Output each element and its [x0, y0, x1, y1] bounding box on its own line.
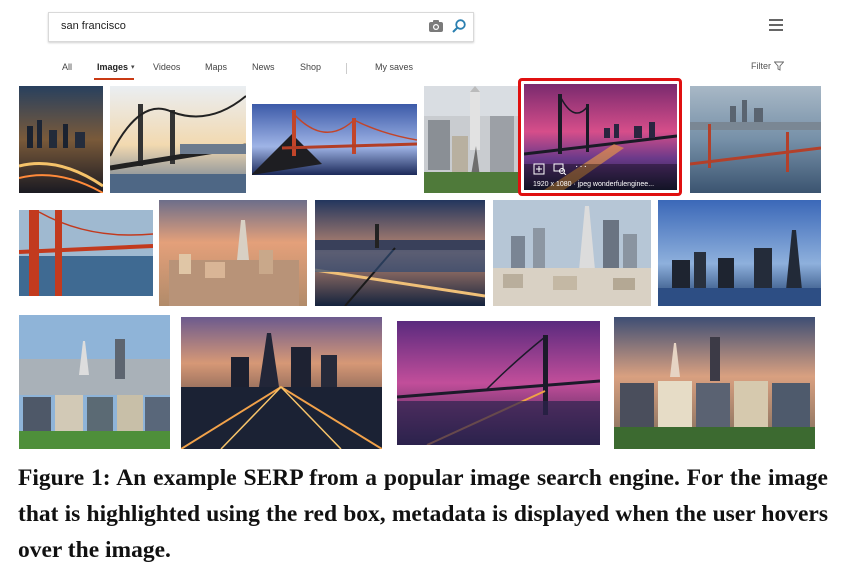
filter-funnel-icon — [774, 61, 784, 71]
hover-metadata: ··· 1920 x 1080 · jpeg wonderfulenginee.… — [527, 161, 677, 193]
vertical-tabs: All Images ▾ Videos Maps News Shop My sa… — [0, 62, 841, 76]
image-result[interactable] — [614, 317, 815, 449]
visual-search-icon[interactable] — [553, 163, 567, 175]
image-result[interactable] — [181, 317, 382, 449]
tab-images[interactable]: Images — [97, 62, 129, 72]
image-result[interactable] — [424, 86, 520, 193]
search-box[interactable]: san francisco — [48, 12, 474, 42]
hamburger-menu-icon[interactable] — [769, 19, 783, 31]
search-icon[interactable] — [451, 18, 467, 34]
nav-divider — [346, 63, 347, 74]
image-result[interactable] — [397, 321, 600, 445]
image-result[interactable] — [658, 200, 821, 306]
search-input[interactable]: san francisco — [61, 20, 126, 32]
image-result[interactable] — [493, 200, 651, 306]
chevron-down-icon[interactable]: ▾ — [131, 64, 135, 71]
figure-caption: Figure 1: An example SERP from a popular… — [18, 465, 828, 563]
tab-maps[interactable]: Maps — [205, 62, 228, 72]
image-result[interactable] — [252, 104, 417, 175]
tab-all[interactable]: All — [62, 62, 73, 72]
my-saves-link[interactable]: My saves — [375, 62, 414, 72]
camera-icon[interactable] — [428, 18, 444, 34]
image-result[interactable] — [110, 86, 246, 193]
filter-button[interactable]: Filter — [751, 61, 784, 71]
image-result[interactable] — [19, 210, 153, 296]
add-to-collection-icon[interactable] — [533, 163, 545, 175]
image-result[interactable] — [159, 200, 307, 306]
image-result[interactable] — [19, 86, 103, 193]
image-result-highlighted[interactable] — [524, 84, 677, 190]
image-metadata-text: 1920 x 1080 · jpeg wonderfulenginee... — [533, 181, 655, 188]
more-options-icon[interactable]: ··· — [575, 161, 588, 172]
highlight-box — [518, 78, 682, 196]
tab-videos[interactable]: Videos — [153, 62, 181, 72]
image-search-results-page: san francisco All Images ▾ Videos Maps N… — [0, 12, 841, 449]
tab-shop[interactable]: Shop — [300, 62, 322, 72]
tab-news[interactable]: News — [252, 62, 275, 72]
image-result[interactable] — [19, 315, 170, 449]
filter-label: Filter — [751, 61, 771, 71]
image-result[interactable] — [315, 200, 485, 306]
image-result[interactable] — [690, 86, 821, 193]
active-tab-underline — [94, 78, 134, 80]
